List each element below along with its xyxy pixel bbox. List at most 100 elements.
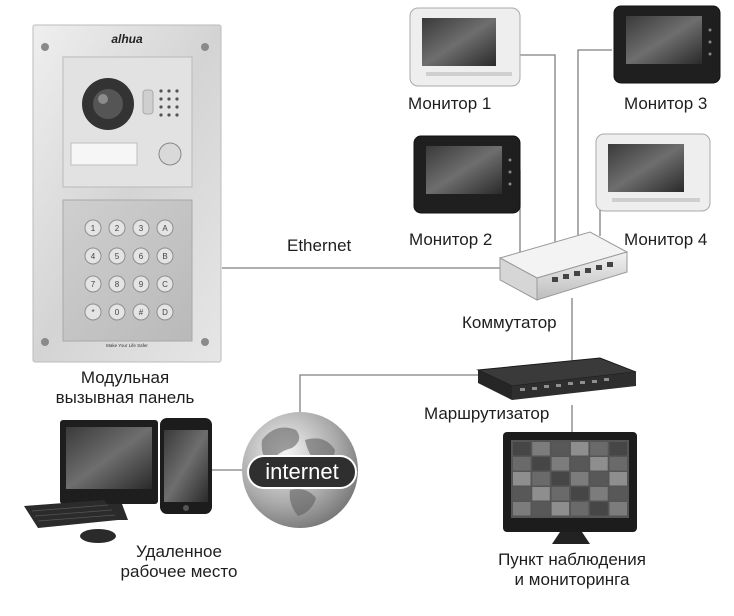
monitoring-station-label: Пункт наблюдения и мониторинга [480,550,664,590]
camera-tile [609,457,627,471]
camera-tile [513,457,531,471]
camera-tile [590,472,608,486]
camera-tile [609,442,627,456]
camera-tile [590,487,608,501]
keypad-key-label: 3 [139,224,144,233]
call-button-icon [158,142,182,166]
panel-brand-logo: alhua [111,32,143,46]
keypad-key-label: D [162,308,168,317]
keypad-key [84,247,102,265]
monitor-4-label: Монитор 4 [624,230,708,249]
camera-tile [590,442,608,456]
keypad-key-label: 9 [139,280,144,289]
camera-tile [532,502,550,516]
keypad-key-label: # [139,308,144,317]
keypad-key [84,275,102,293]
camera-tile [609,502,627,516]
monitor-2-device [413,135,521,214]
internet-label: internet [265,459,338,484]
keypad-key [156,247,174,265]
call-panel: alhua 1 2 3 A 4 5 6 B 7 8 9 C * 0 # D Make Your Life Sa… [32,24,222,363]
camera-tile [590,502,608,516]
panel-slogan: Make Your Life Safer [106,343,148,348]
monitor-1-label: Монитор 1 [408,94,492,113]
remote-label-line1: Удаленное [136,542,222,561]
keypad-key [156,275,174,293]
camera-tile [532,457,550,471]
monitor-1-device [409,7,521,87]
camera-tile [532,487,550,501]
keypad-key-label: 5 [115,252,120,261]
keypad-key-label: 7 [91,280,96,289]
keypad-key-label: * [91,308,94,317]
remote-workplace-devices [24,418,212,543]
keypad-key-label: 0 [115,308,120,317]
camera-tile [570,457,589,471]
keypad-key-label: 2 [115,224,120,233]
keypad-key-label: 6 [139,252,144,261]
keypad-key [156,219,174,237]
camera-tile [590,457,608,471]
remote-label-line2: рабочее место [120,562,238,581]
camera-tile [513,442,531,456]
camera-tile [551,502,570,516]
keypad-key-label: 1 [91,224,96,233]
keypad-key-label: B [162,252,167,261]
panel-label-line1: Модульная [80,368,170,387]
line-monitor1 [520,54,556,250]
monitoring-label-line1: Пункт наблюдения [498,550,646,569]
line-monitor3 [577,49,612,240]
camera-tile [532,472,550,486]
name-plate [70,142,138,166]
camera-tile [551,442,570,456]
camera-grid [513,442,627,516]
monitor-4-device [595,133,711,212]
panel-camera-module [62,56,193,188]
router-label: Маршрутизатор [424,404,550,423]
remote-workplace-label: Удаленное рабочее место [104,542,254,582]
keypad-key [132,275,150,293]
camera-tile [513,502,531,516]
camera-tile [609,472,627,486]
camera-tile [532,442,550,456]
keypad-key [108,275,126,293]
keypad-key-label: C [162,280,168,289]
keypad-key [132,247,150,265]
keypad-key [108,219,126,237]
monitor-3-label: Монитор 3 [624,94,708,113]
switch-device [498,231,629,301]
keypad-key [108,247,126,265]
keypad-key-label: 4 [91,252,96,261]
camera-tile [551,487,570,501]
internet-globe: internet [242,412,358,528]
camera-tile [570,502,589,516]
speaker-grille-icon [159,89,179,117]
smartphone-icon [160,418,212,514]
keypad-key [156,303,174,321]
keypad-keys: 1 2 3 A 4 5 6 B 7 8 9 C * 0 # D [84,219,174,321]
panel-label: Модульная вызывная панель [40,368,210,408]
ethernet-label: Ethernet [287,236,352,255]
camera-tile [609,487,627,501]
camera-tile [570,472,589,486]
keypad-key-label: A [162,224,168,233]
desktop-computer-icon [24,420,158,543]
monitor-2-label: Монитор 2 [409,230,493,249]
monitor-3-device [613,5,721,84]
keypad-key [108,303,126,321]
line-router-internet [299,374,478,425]
keypad-key [84,219,102,237]
camera-tile [551,472,570,486]
switch-label: Коммутатор [462,313,557,332]
keypad-key [132,219,150,237]
camera-tile [570,487,589,501]
panel-label-line2: вызывная панель [55,388,195,407]
keypad-key-label: 8 [115,280,120,289]
keypad-key [84,303,102,321]
camera-tile [513,487,531,501]
keypad-key [132,303,150,321]
monitoring-station-device [503,432,637,544]
keypad-module [62,199,193,342]
camera-tile [551,457,570,471]
